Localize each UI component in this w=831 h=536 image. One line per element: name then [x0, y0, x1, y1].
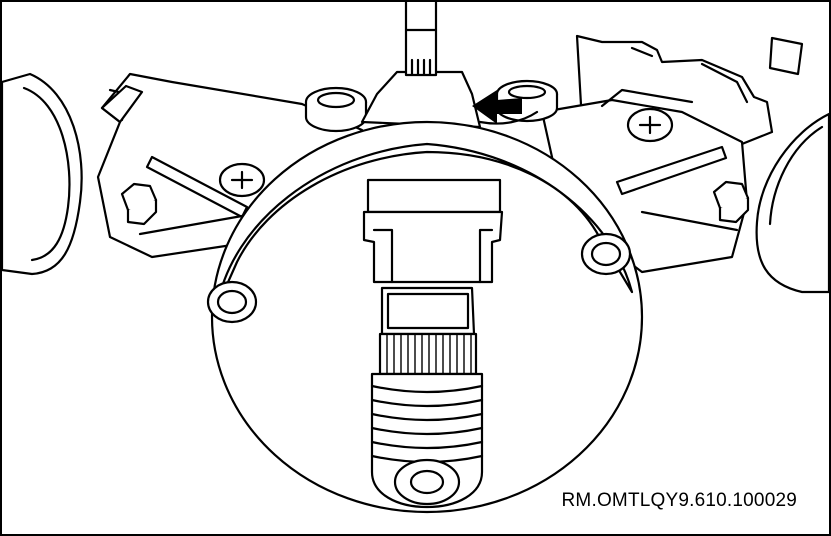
shaft-top [404, 2, 438, 32]
top-right-bracket-tab [768, 36, 804, 76]
right-cover-edge [768, 125, 824, 226]
shaft-housing [360, 70, 482, 129]
right-bracket-rib [600, 88, 739, 232]
right-top-boss-hole [507, 84, 547, 100]
right-mount-hole [590, 241, 622, 267]
left-top-boss-hole [316, 91, 356, 109]
right-phillips-screw [626, 107, 674, 143]
left-cover [2, 72, 83, 276]
left-mount-hole [216, 289, 248, 315]
left-hex-bolt [120, 182, 158, 226]
connector-side-ribs [372, 228, 494, 284]
figure-reference-code: RM.OMTLQY9.610.100029 [559, 490, 799, 512]
disk-upper-rim [215, 142, 634, 309]
column-end-hole [409, 469, 445, 495]
left-bracket-flange [100, 84, 144, 124]
connector-cap [366, 178, 502, 214]
column-boot-corrugations [370, 384, 484, 464]
rotation-curve [478, 110, 539, 125]
right-bracket-slot [615, 145, 728, 196]
left-phillips-screw [218, 162, 266, 198]
ribbed-collar-lines [386, 333, 472, 375]
connector-body [362, 210, 504, 284]
connector-latch-inner [386, 292, 470, 330]
shaft-splines [410, 58, 432, 76]
right-cover [755, 112, 829, 294]
top-right-bracket-slot [630, 46, 749, 104]
left-cover-edge [22, 86, 71, 262]
right-hex-bolt [712, 180, 750, 224]
shaft [404, 28, 438, 77]
direction-arrow [472, 90, 522, 124]
